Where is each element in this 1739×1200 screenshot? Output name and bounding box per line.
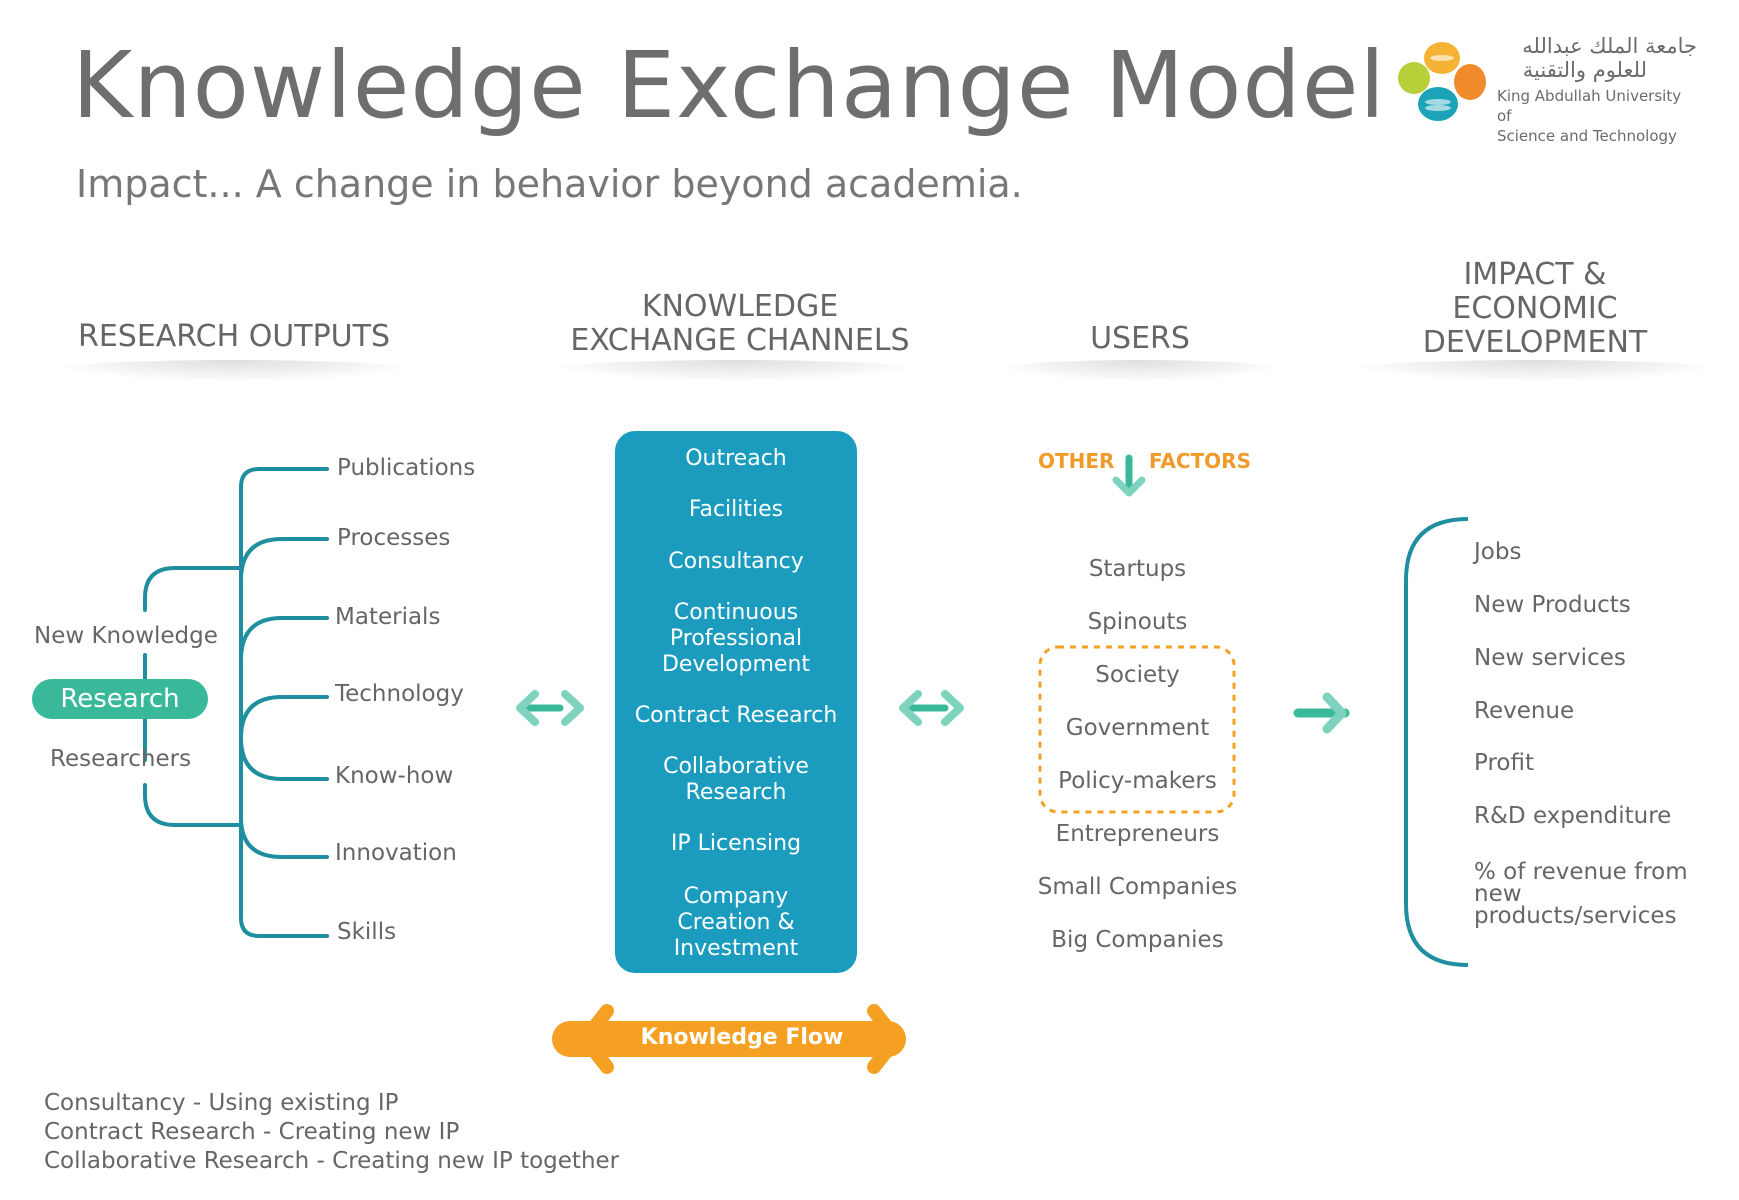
channel-item: Collaborative Research xyxy=(663,754,809,805)
user-item: Society xyxy=(1095,662,1180,688)
header-shadow xyxy=(44,360,424,382)
header-impact: IMPACT & ECONOMIC DEVELOPMENT xyxy=(1345,258,1725,360)
header-users: USERS xyxy=(1090,321,1190,356)
channel-item: Consultancy xyxy=(668,549,804,574)
output-item: Materials xyxy=(335,604,441,630)
header-channels-line2: EXCHANGE CHANNELS xyxy=(570,323,910,358)
header-research-outputs: RESEARCH OUTPUTS xyxy=(77,319,391,354)
impact-item: % of revenue from new products/services xyxy=(1474,859,1688,929)
page-subtitle: Impact... A change in behavior beyond ac… xyxy=(76,162,1023,206)
factors-label: FACTORS xyxy=(1149,449,1251,473)
impact-item: New services xyxy=(1474,645,1626,671)
arrow-right-icon xyxy=(1293,692,1350,734)
impact-item: R&D expenditure xyxy=(1474,803,1672,829)
header-channels-line1: KNOWLEDGE xyxy=(641,289,839,324)
arrow-down-icon xyxy=(1112,454,1146,497)
research-new-knowledge: New Knowledge xyxy=(34,623,218,649)
output-item: Skills xyxy=(337,919,397,945)
header-shadow xyxy=(1340,360,1730,382)
output-item: Processes xyxy=(337,525,451,551)
channel-item: Facilities xyxy=(688,497,784,522)
knowledge-flow-label: Knowledge Flow xyxy=(640,1025,844,1050)
output-item: Technology xyxy=(335,681,464,707)
header-impact-line3: DEVELOPMENT xyxy=(1422,325,1648,360)
user-item: Small Companies xyxy=(1037,874,1238,900)
other-label: OTHER xyxy=(1038,449,1115,473)
logo-english-line2: Science and Technology xyxy=(1497,127,1677,145)
channel-item: Continuous Professional Development xyxy=(661,600,811,677)
channel-item: Contract Research xyxy=(634,703,838,728)
knowledge-flow-arrow-icon xyxy=(552,1004,906,1074)
channels-box xyxy=(615,431,857,973)
channel-item: Company Creation & Investment xyxy=(673,884,799,961)
header-channels: KNOWLEDGE EXCHANGE CHANNELS xyxy=(540,290,940,358)
research-researchers: Researchers xyxy=(50,746,192,772)
channel-item: IP Licensing xyxy=(670,831,802,856)
note-line: Consultancy - Using existing IP xyxy=(44,1090,399,1116)
output-item: Know-how xyxy=(335,763,454,789)
output-item: Publications xyxy=(337,455,476,481)
output-item: Innovation xyxy=(335,840,457,866)
user-item: Startups xyxy=(1088,556,1187,582)
user-item: Government xyxy=(1065,715,1210,741)
header-shadow xyxy=(540,360,930,382)
user-item: Spinouts xyxy=(1087,609,1188,635)
logo-english-line1: King Abdullah University of xyxy=(1497,87,1682,125)
header-shadow xyxy=(990,360,1290,382)
user-item: Entrepreneurs xyxy=(1055,821,1220,847)
header-impact-line2: ECONOMIC xyxy=(1452,291,1618,326)
note-line: Contract Research - Creating new IP xyxy=(44,1119,460,1145)
impact-item: Profit xyxy=(1474,750,1534,776)
logo-english: King Abdullah University of Science and … xyxy=(1497,86,1697,146)
user-item: Big Companies xyxy=(1051,927,1224,953)
double-arrow-icon xyxy=(516,690,584,726)
page-title: Knowledge Exchange Model xyxy=(72,32,1386,139)
impact-item: Revenue xyxy=(1474,698,1575,724)
kaust-logo-icon xyxy=(1398,42,1486,121)
channel-item: Outreach xyxy=(685,446,787,471)
user-item: Policy-makers xyxy=(1058,768,1217,794)
dashed-group-box xyxy=(1038,645,1236,814)
impact-item: New Products xyxy=(1474,592,1631,618)
double-arrow-icon xyxy=(899,690,964,726)
header-impact-line1: IMPACT & xyxy=(1463,257,1607,292)
logo-arabic-line2: للعلوم والتقنية xyxy=(1522,58,1647,82)
research-pill: Research xyxy=(32,679,208,719)
impact-item: Jobs xyxy=(1474,539,1522,565)
note-line: Collaborative Research - Creating new IP… xyxy=(44,1148,620,1174)
logo-arabic-line1: جامعة الملك عبدالله xyxy=(1522,34,1697,58)
